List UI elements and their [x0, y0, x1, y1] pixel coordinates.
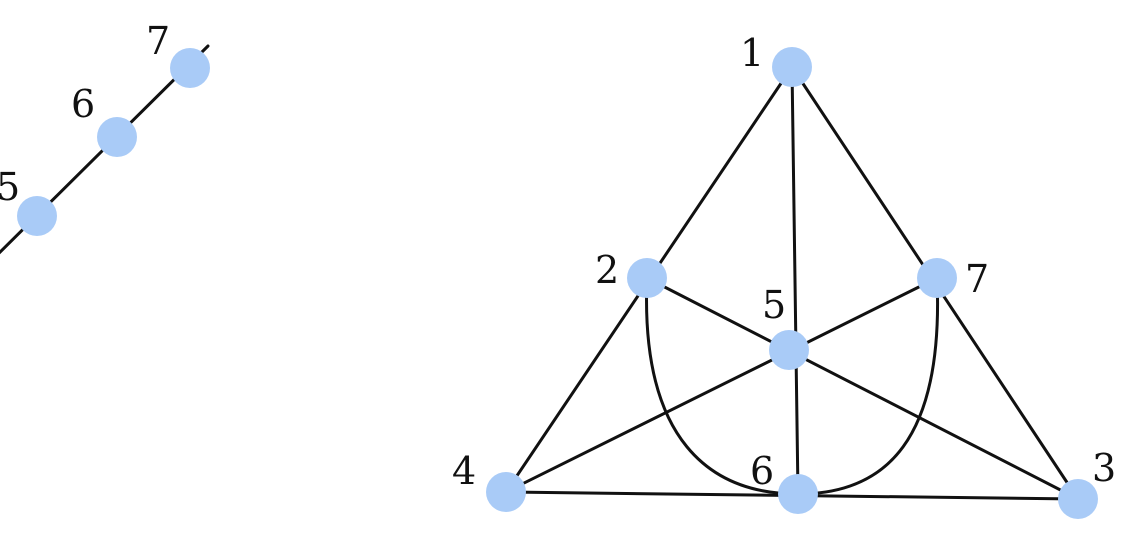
- node-2: [627, 258, 667, 298]
- line-2-6-7: [645, 276, 940, 496]
- left-node-7: [170, 48, 210, 88]
- node-7-label: 7: [965, 257, 989, 301]
- node-4-label: 4: [452, 449, 476, 493]
- node-2-label: 2: [595, 248, 619, 292]
- line-2-5-3: [645, 276, 1080, 501]
- node-4: [486, 472, 526, 512]
- node-1: [772, 47, 812, 87]
- node-6: [778, 474, 818, 514]
- node-3: [1058, 479, 1098, 519]
- node-3-label: 3: [1092, 446, 1116, 490]
- node-5-label: 5: [762, 283, 786, 327]
- node-6-label: 6: [750, 449, 774, 493]
- left-node-7-label: 7: [146, 19, 170, 63]
- fano-plane: 1 2 3 4 5 6 7: [452, 31, 1116, 519]
- line-1-5-6: [790, 65, 800, 496]
- left-node-5: [17, 196, 57, 236]
- node-5: [769, 330, 809, 370]
- node-1-label: 1: [740, 31, 764, 75]
- line-7-5-4: [504, 276, 939, 494]
- left-node-5-label: 5: [0, 165, 20, 209]
- left-node-6: [97, 117, 137, 157]
- node-7: [917, 258, 957, 298]
- left-node-6-label: 6: [71, 82, 95, 126]
- left-fragment: 5 6 7: [0, 19, 210, 255]
